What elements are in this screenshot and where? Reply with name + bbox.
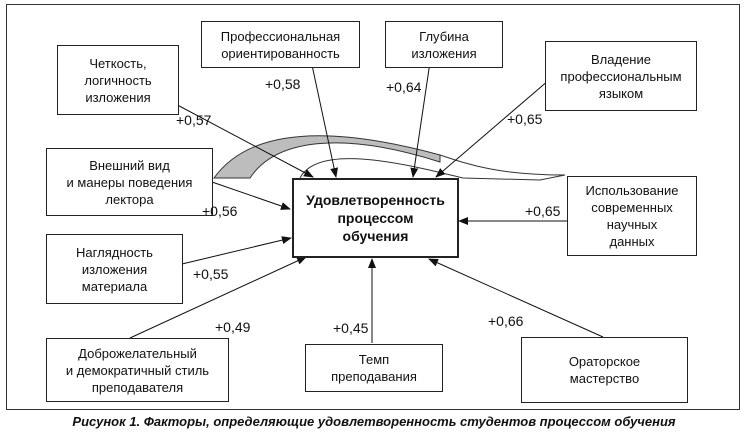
weight-label-depth: +0,64 [386,79,422,95]
arrow-friendly [129,256,307,339]
arrow-prof [311,64,339,178]
arrow-lang [435,79,550,178]
weight-label-friendly: +0,49 [215,319,251,335]
center-box: Удовлетворенность процессом обучения [292,178,459,258]
factor-box-tempo: Темп преподавания [305,344,443,392]
weight-label-visual: +0,55 [193,266,229,282]
factor-box-friendly: Доброжелательный и демократичный стиль п… [46,338,229,402]
arrow-depth [410,61,431,178]
arrow-visual [181,236,292,265]
factor-box-prof: Профессиональная ориентированность [201,21,360,68]
arrow-look [211,181,291,210]
factor-box-depth: Глубина изложения [385,21,503,68]
weight-label-clarity: +0,57 [176,112,212,128]
factor-box-look: Внешний вид и манеры поведения лектора [46,148,213,216]
factor-box-clarity: Четкость, логичность изложения [57,45,179,115]
arrow-oratory [428,258,604,338]
factor-box-modern: Использование современных научных данных [567,176,697,256]
diagram-frame [6,4,740,410]
arrow-clarity [167,99,314,178]
weight-label-oratory: +0,66 [488,313,524,329]
curved-band-outline [299,154,566,181]
factor-box-oratory: Ораторское мастерство [521,337,688,403]
factor-box-visual: Наглядность изложения материала [46,234,183,304]
weight-label-prof: +0,58 [265,76,301,92]
weight-label-modern: +0,65 [525,203,561,219]
factor-box-lang: Владение профессиональным языком [545,41,697,111]
weight-label-tempo: +0,45 [333,320,369,336]
weight-label-lang: +0,65 [507,111,543,127]
curved-band-shape [213,135,441,179]
weight-label-look: +0,56 [202,203,238,219]
figure-caption: Рисунок 1. Факторы, определяющие удовлет… [72,414,676,429]
